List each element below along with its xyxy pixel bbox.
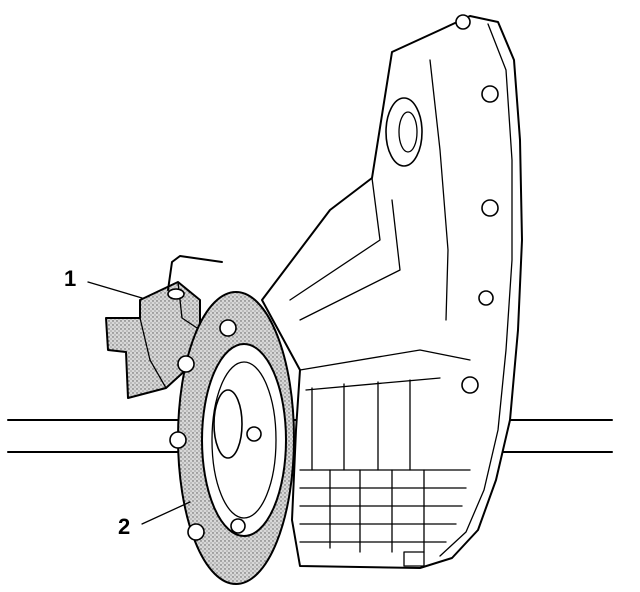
adapter-plate-tool [169,291,295,585]
callout-1: 1 [64,266,143,299]
callout-1-leader [87,281,143,299]
callout-2-label: 2 [118,514,130,539]
callout-2-leader [141,501,191,525]
callout-1-label: 1 [64,266,76,291]
transfer-case-housing [261,14,523,569]
callout-2: 2 [118,501,191,539]
